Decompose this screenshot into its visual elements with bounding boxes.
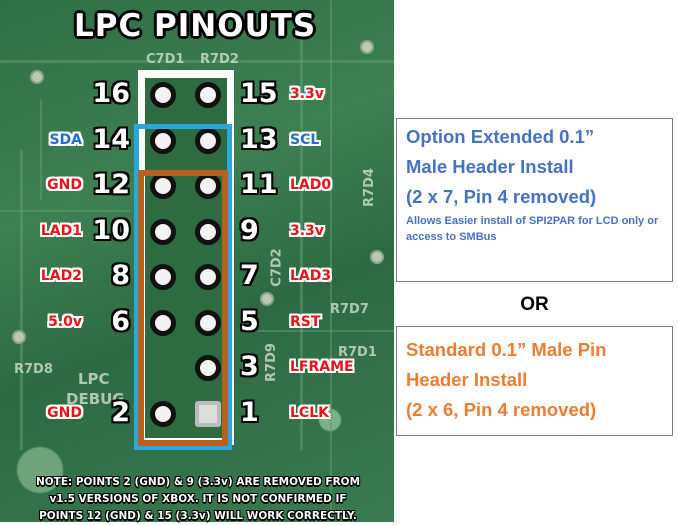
note-line: NOTE: POINTS 2 (GND) & 9 (3.3v) ARE REMO… xyxy=(35,476,361,488)
pin-signal-label: LFRAME xyxy=(290,359,354,375)
pin-pad-square xyxy=(195,400,221,427)
silkscreen-label: LPC xyxy=(78,370,110,388)
or-label: OR xyxy=(520,294,549,315)
pin-hole xyxy=(150,218,176,245)
pcb-trace xyxy=(40,100,42,200)
pcb-trace xyxy=(0,210,130,212)
silkscreen-label: R7D4 xyxy=(361,168,377,207)
pin-number-label: 11 xyxy=(240,169,278,200)
pin-number-label: 12 xyxy=(92,169,130,200)
pin-signal-label: 3.3v xyxy=(290,222,324,239)
pin-signal-label: LCLK xyxy=(290,404,329,421)
pcb-trace xyxy=(250,330,394,332)
pin-number-label: 5 xyxy=(240,305,259,337)
pin-hole xyxy=(150,264,176,290)
option-extended-subtitle: Male Header Install xyxy=(406,156,574,177)
pcb-via xyxy=(12,330,26,344)
option-standard-panel: Standard 0.1” Male Pin Header Install (2… xyxy=(396,326,673,436)
silkscreen-label: R7D8 xyxy=(14,362,53,377)
silkscreen-label: R7D2 xyxy=(200,52,239,67)
pin-signal-label: LAD0 xyxy=(290,177,332,193)
pcb-via xyxy=(260,292,274,306)
pin-hole xyxy=(195,218,221,245)
silkscreen-label: C7D2 xyxy=(269,248,285,287)
pin-number-label: 15 xyxy=(240,78,278,109)
pin-number-label: 3 xyxy=(240,351,259,382)
option-extended-detail: Allows Easier install of SPI2PAR for LCD… xyxy=(406,215,659,243)
extended-header-box xyxy=(134,124,232,450)
option-standard-subtitle: Header Install xyxy=(406,369,528,390)
pin-number-label: 1 xyxy=(240,396,259,428)
pin-number-label: 8 xyxy=(111,260,130,291)
pin-hole xyxy=(150,309,176,336)
silkscreen-label: R7D7 xyxy=(330,302,369,317)
pin-hole xyxy=(195,82,221,108)
option-standard-title: Standard 0.1” Male Pin xyxy=(406,339,607,360)
pin-signal-label: LAD3 xyxy=(290,268,332,284)
pin-hole xyxy=(150,400,176,427)
pin-signal-label: GND xyxy=(47,404,82,421)
pcb-via xyxy=(370,250,384,264)
pin-number-label: 9 xyxy=(240,214,259,246)
pin-hole xyxy=(195,264,221,290)
pcb-trace xyxy=(300,30,303,450)
pin-hole xyxy=(150,127,176,154)
note-line: POINTS 12 (GND) & 15 (3.3v) WILL WORK CO… xyxy=(39,510,357,522)
compatibility-note: NOTE: POINTS 2 (GND) & 9 (3.3v) ARE REMO… xyxy=(6,474,390,525)
pcb-via xyxy=(30,70,44,84)
pin-signal-label: GND xyxy=(47,177,82,193)
option-standard-pins: (2 x 6, Pin 4 removed) xyxy=(406,399,597,420)
pin-signal-label: 3.3v xyxy=(290,86,324,102)
pin-signal-label: 5.0v xyxy=(48,313,82,330)
pin-number-label: 6 xyxy=(111,305,130,337)
pin-number-label: 14 xyxy=(92,123,130,155)
pin-number-label: 16 xyxy=(92,78,130,109)
pin-signal-label: LAD2 xyxy=(40,268,82,284)
pin-hole xyxy=(150,82,176,108)
silkscreen-label: R7D1 xyxy=(338,345,377,360)
pcb-via xyxy=(360,40,374,54)
pin-hole xyxy=(195,309,221,336)
option-extended-panel: Option Extended 0.1” Male Header Install… xyxy=(396,118,673,282)
pin-signal-label: LAD1 xyxy=(40,222,82,239)
option-extended-pins: (2 x 7, Pin 4 removed) xyxy=(406,186,597,207)
diagram-title: LPC PINOUTS xyxy=(74,8,317,44)
pin-hole xyxy=(150,173,176,199)
pin-hole xyxy=(195,127,221,154)
pin-number-label: 10 xyxy=(92,214,130,246)
pin-signal-label: SDA xyxy=(49,131,82,148)
pcb-trace xyxy=(330,0,332,522)
silkscreen-label: R7D9 xyxy=(263,343,279,382)
silkscreen-label: C7D1 xyxy=(146,52,185,67)
pin-number-label: 7 xyxy=(240,260,259,291)
pin-number-label: 13 xyxy=(240,123,278,155)
note-line: v1.5 VERSIONS OF XBOX. IT IS NOT CONFIRM… xyxy=(49,493,347,505)
option-extended-title: Option Extended 0.1” xyxy=(406,126,595,147)
pin-signal-label: SCL xyxy=(290,131,320,148)
pin-number-label: 2 xyxy=(111,396,130,428)
silkscreen-label: DEBUG xyxy=(66,390,125,408)
pin-signal-label: RST xyxy=(290,313,321,330)
pin-hole xyxy=(195,355,221,381)
pcb-trace xyxy=(20,150,23,450)
pcb-trace xyxy=(0,60,394,63)
standard-header-box xyxy=(138,170,228,446)
